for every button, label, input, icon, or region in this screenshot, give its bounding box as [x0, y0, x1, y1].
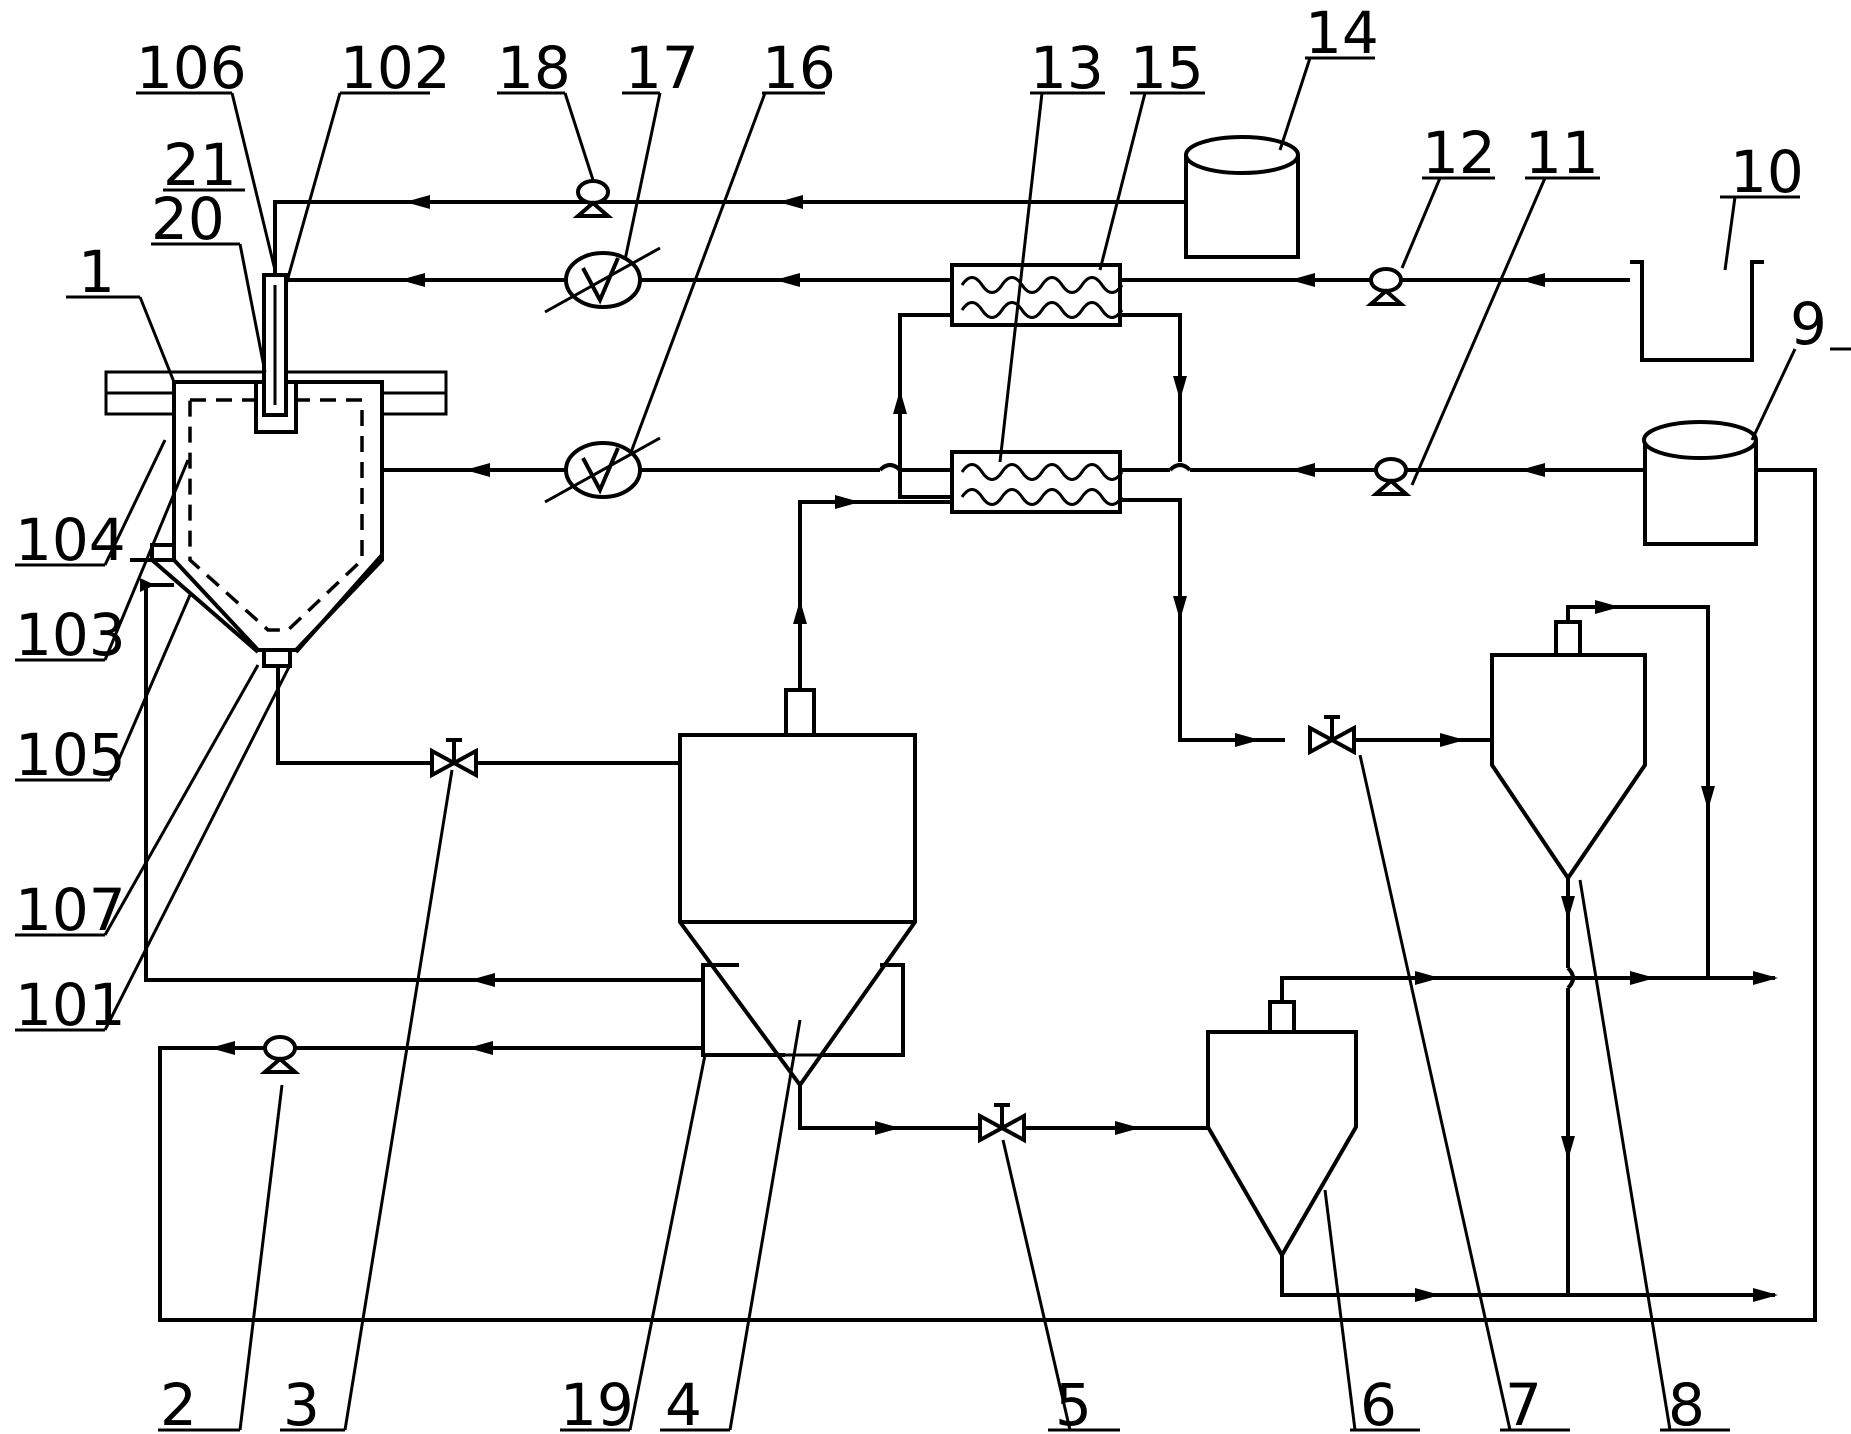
label-21: 21	[163, 131, 237, 199]
label-4: 4	[665, 1371, 702, 1434]
label-9: 9	[1790, 290, 1827, 358]
label-19: 19	[560, 1371, 634, 1434]
label-18: 18	[497, 34, 571, 102]
label-11: 11	[1525, 119, 1599, 187]
label-8: 8	[1668, 1371, 1705, 1434]
label-104: 103	[15, 601, 126, 669]
separator-4	[678, 733, 917, 1089]
labels: 106 102 18 17 16 13 15 14 21 12 11 10 20…	[15, 0, 1827, 1434]
heater-17	[544, 246, 661, 314]
label-17: 17	[625, 34, 699, 102]
separator-4-vapour-line	[784, 495, 952, 737]
hx-interconnect	[893, 313, 1285, 747]
heater-16	[544, 436, 661, 504]
label-5: 5	[1055, 1371, 1092, 1434]
label-105: 104	[15, 506, 126, 574]
label-1: 1	[78, 238, 115, 306]
separator-4-bottom-line	[798, 1085, 1208, 1144]
label-101: 101	[15, 971, 126, 1039]
label-107: 107	[15, 876, 126, 944]
label-7: 7	[1505, 1371, 1542, 1434]
label-13: 13	[1030, 34, 1104, 102]
label-10: 10	[1730, 138, 1804, 206]
valve-7	[1308, 715, 1492, 756]
vessel-8	[1490, 600, 1715, 1295]
vessel-6	[1206, 971, 1778, 1302]
label-15: 15	[1130, 34, 1204, 102]
leader-lines	[15, 56, 1851, 1432]
heat-exchanger-13	[950, 450, 1124, 514]
pump-2	[259, 1035, 301, 1074]
tank-14	[1184, 135, 1300, 259]
tank-10	[1630, 260, 1764, 362]
pump-18	[572, 179, 614, 218]
label-16: 16	[762, 34, 836, 102]
label-14: 14	[1305, 0, 1379, 67]
label-3: 3	[283, 1371, 320, 1434]
pump-11	[1370, 457, 1412, 496]
jacket-loop	[140, 468, 1817, 1322]
label-102: 102	[340, 34, 451, 102]
feed-line-14	[273, 195, 1186, 275]
label-2: 2	[160, 1371, 197, 1434]
reactor-outlet-line	[276, 666, 680, 779]
label-6: 6	[1360, 1371, 1397, 1434]
label-106: 105	[15, 721, 126, 789]
label-12: 12	[1422, 119, 1496, 187]
label-20: 20	[151, 185, 225, 253]
pump-12	[1365, 267, 1407, 306]
label-103: 106	[136, 34, 247, 102]
tank-9	[1642, 420, 1758, 546]
heat-exchanger-15	[950, 263, 1124, 327]
inner-basket	[188, 398, 364, 632]
